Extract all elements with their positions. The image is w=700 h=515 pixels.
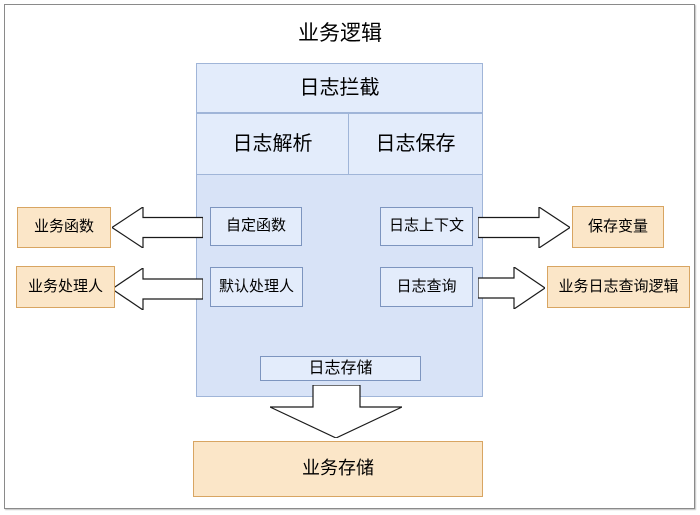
node-log-context: 日志上下文 (380, 207, 473, 246)
node-log-query: 日志查询 (380, 267, 473, 307)
arrow-to-save-variable (478, 207, 570, 248)
arrow-to-business-storage (270, 385, 402, 438)
arrow-to-business-handler (112, 268, 203, 310)
box-business-handler: 业务处理人 (16, 266, 115, 308)
node-log-storage: 日志存储 (260, 356, 421, 381)
node-default-handler: 默认处理人 (210, 267, 303, 307)
subheader-log-parse: 日志解析 (196, 113, 349, 175)
log-intercept-header: 日志拦截 (196, 63, 483, 113)
arrow-to-business-log-query-logic (478, 267, 545, 309)
box-business-storage: 业务存储 (193, 441, 483, 497)
box-business-function: 业务函数 (17, 207, 111, 248)
node-custom-function: 自定函数 (210, 207, 302, 246)
box-business-log-query-logic: 业务日志查询逻辑 (547, 266, 690, 308)
arrow-to-business-function (112, 207, 203, 248)
subheader-log-save: 日志保存 (348, 113, 483, 175)
page-title: 业务逻辑 (298, 22, 382, 45)
box-save-variable: 保存变量 (572, 206, 664, 248)
